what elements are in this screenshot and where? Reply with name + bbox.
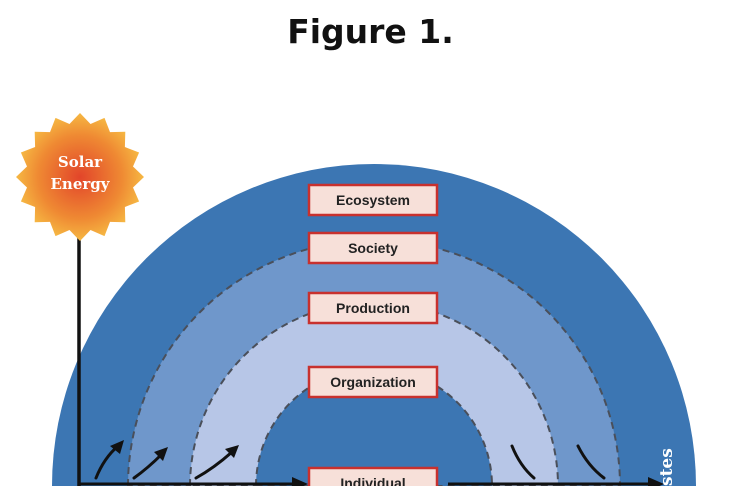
- layer-label-organization-text: Organization: [330, 374, 416, 390]
- layer-label-production-text: Production: [336, 300, 410, 316]
- flow-arrow-5: [576, 444, 606, 480]
- layer-label-organization: Organization: [307, 365, 439, 399]
- arrowhead-3: [225, 445, 239, 458]
- layer-label-ecosystem-text: Ecosystem: [336, 192, 410, 208]
- layer-label-individual-text: Individual: [340, 475, 405, 486]
- figure-title: Figure 1.: [287, 12, 454, 51]
- flow-arrow-3: [194, 450, 234, 480]
- layer-label-production: Production: [307, 291, 439, 325]
- arrowhead-1: [110, 440, 124, 454]
- sun-icon: Solar Energy: [16, 113, 144, 241]
- layer-label-ecosystem: Ecosystem: [307, 183, 439, 217]
- arrowhead-2: [154, 447, 168, 461]
- wastes-label: stes: [657, 448, 677, 486]
- baseline-left-arrowhead: [292, 477, 308, 486]
- baseline-right-arrowhead: [648, 477, 664, 486]
- layer-label-society-text: Society: [348, 240, 398, 256]
- layer-label-society: Society: [307, 231, 439, 265]
- sun-label-line2: Energy: [51, 175, 111, 193]
- flow-arrow-4: [510, 444, 536, 480]
- layer-label-individual: Individual: [307, 466, 439, 486]
- sun-label-line1: Solar: [58, 153, 103, 171]
